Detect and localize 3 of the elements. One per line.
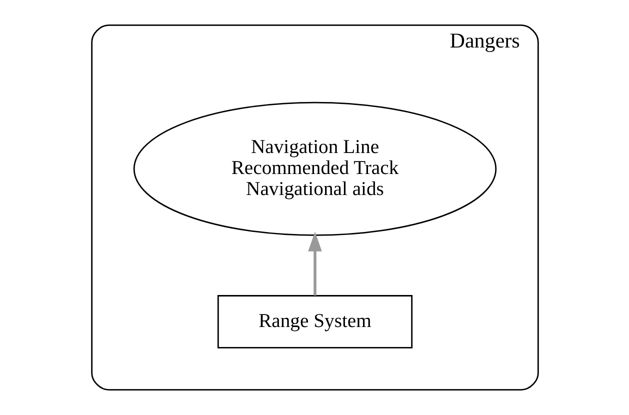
node-box: Range System xyxy=(216,295,412,348)
arrow xyxy=(308,232,322,296)
node-ellipse: Navigation Line Recommended Track Navigational aids xyxy=(132,102,496,236)
